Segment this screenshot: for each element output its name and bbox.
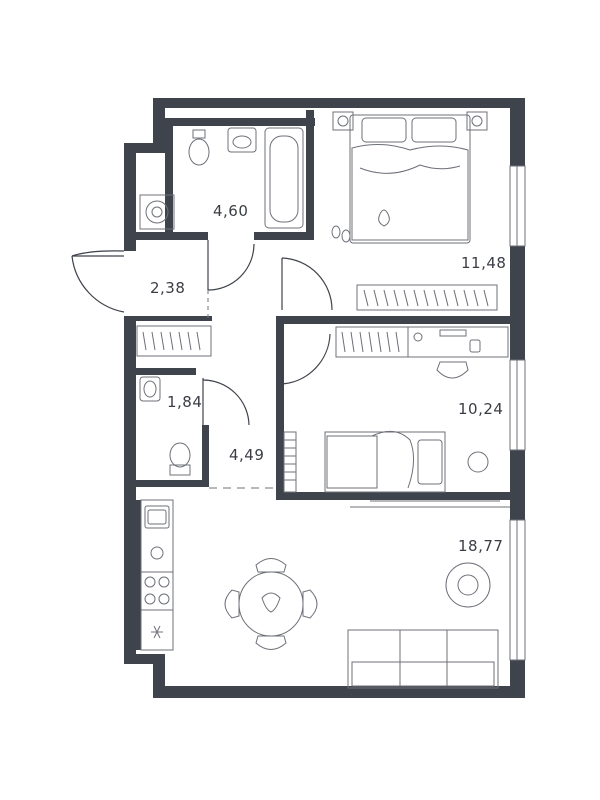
area-label-bedroom-1: 11,48 [461, 254, 507, 272]
dining-set [224, 558, 318, 650]
radiator-lines [284, 439, 296, 481]
thin-lines [207, 290, 510, 508]
kitchen-fixtures [140, 499, 174, 651]
area-label-hall: 2,38 [150, 279, 186, 297]
hall-wardrobe [136, 325, 212, 357]
living-furniture [347, 562, 499, 689]
area-label-corridor: 4,49 [229, 446, 265, 464]
bedroom-2-furniture [283, 326, 509, 493]
area-label-toilet: 1,84 [167, 393, 203, 411]
wardrobe-hangers-1 [363, 289, 489, 307]
plant-icon [378, 209, 390, 227]
bedroom-1-furniture [331, 111, 498, 311]
walls [124, 98, 525, 698]
area-label-kitchen-living: 18,77 [458, 537, 504, 555]
area-label-bathroom: 4,60 [213, 202, 249, 220]
area-label-bedroom-2: 10,24 [458, 400, 504, 418]
bathroom-fixtures [139, 127, 304, 230]
doors [71, 240, 333, 426]
toilet-fixtures [139, 376, 191, 476]
